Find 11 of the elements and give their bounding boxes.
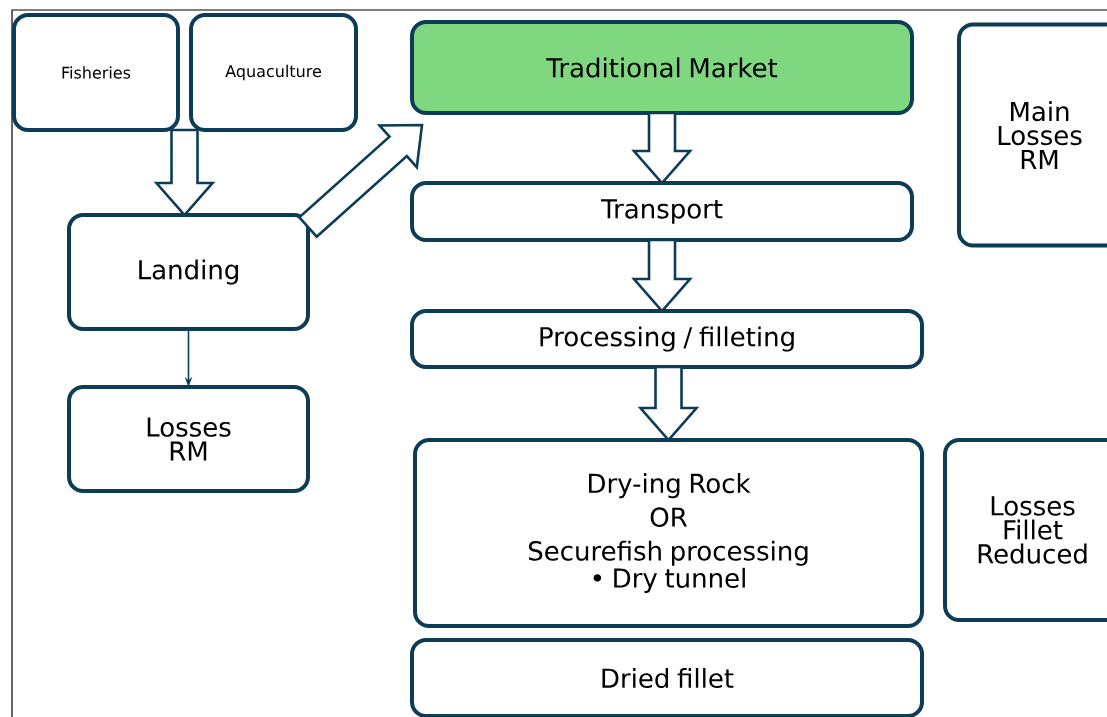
process-box: Losses Fillet Reduced	[943, 438, 1107, 622]
process-box: Dried fillet	[410, 638, 924, 717]
process-box: Main Losses RM	[957, 22, 1107, 248]
process-box: Landing	[67, 213, 310, 331]
process-box: Dry-ing Rock OR Securefish processing • Dry tunnel	[413, 438, 924, 628]
process-box: Processing / filleting	[410, 309, 924, 369]
process-box: Transport	[410, 181, 914, 242]
process-box: Aquaculture	[189, 13, 358, 132]
process-box: Losses RM	[67, 385, 310, 493]
process-box: Traditional Market	[410, 20, 914, 115]
process-box: Fisheries	[12, 13, 180, 132]
